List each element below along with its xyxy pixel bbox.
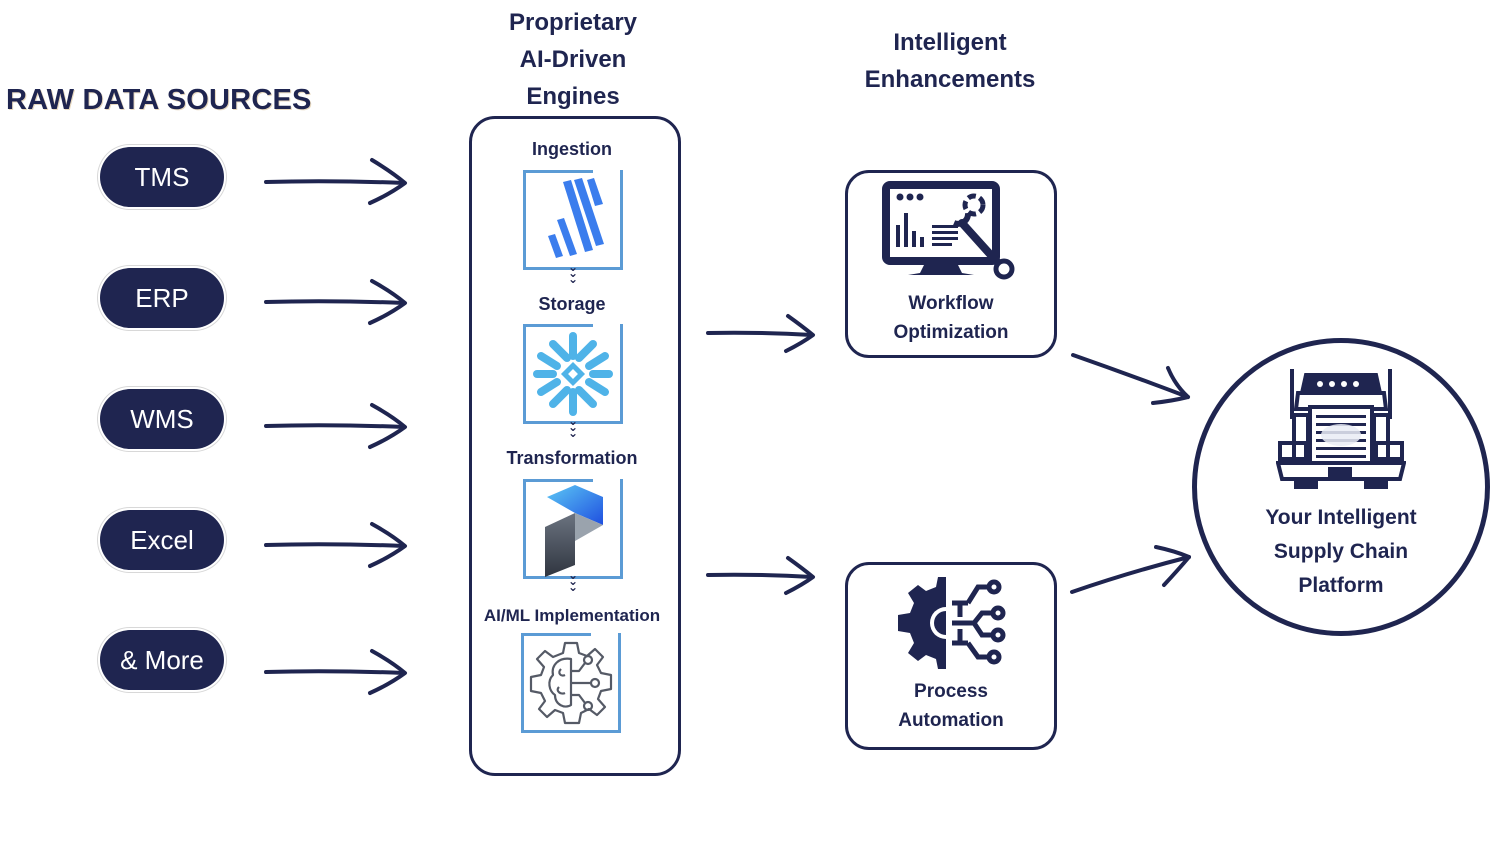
process-automation-card: Process Automation (845, 562, 1057, 750)
arrow-icon (1071, 353, 1190, 405)
label-line: Workflow (908, 293, 994, 314)
label-line: Automation (898, 710, 1004, 731)
arrow-icon (264, 522, 407, 568)
workflow-optimization-label: Workflow Optimization (848, 289, 1054, 347)
enhancements-title-line: Intelligent (893, 29, 1007, 56)
label-line: Platform (1298, 574, 1384, 597)
process-automation-label: Process Automation (848, 677, 1054, 735)
arrow-icon (706, 314, 815, 353)
label-line: Supply Chain (1273, 540, 1409, 563)
chevron-down-icon: ⌄⌄⌄ (567, 568, 579, 594)
source-pill-more: & More (100, 630, 224, 690)
engines-title-line: Proprietary (508, 9, 638, 36)
source-pill-wms: WMS (100, 389, 224, 449)
stage-label-aiml: AI/ML Implementation (483, 606, 661, 625)
transformation-frame (523, 479, 623, 579)
enhancements-title: Intelligent Enhancements (840, 24, 1060, 98)
arrow-icon (264, 158, 407, 205)
engines-title-line: AI-Driven (519, 46, 627, 73)
engines-container (469, 116, 681, 776)
supply-chain-platform-circle: Your Intelligent Supply Chain Platform (1192, 338, 1490, 636)
chevron-down-icon: ⌄⌄⌄ (567, 260, 579, 286)
source-pill-erp: ERP (100, 268, 224, 328)
engines-title: Proprietary AI-Driven Engines (470, 4, 676, 115)
aiml-frame (521, 633, 621, 733)
arrow-icon (264, 403, 407, 449)
arrow-icon (706, 556, 815, 595)
gear-circuit-icon (898, 577, 1006, 669)
snowflake-icon (533, 332, 613, 416)
stage-label-storage: Storage (538, 294, 606, 314)
platform-label: Your Intelligent Supply Chain Platform (1197, 501, 1485, 603)
ingestion-logo-icon (548, 178, 604, 258)
arrow-icon (1070, 545, 1191, 594)
raw-data-sources-title: RAW DATA SOURCES (6, 84, 312, 116)
chevron-down-icon: ⌄⌄⌄ (567, 414, 579, 440)
storage-frame (523, 324, 623, 424)
source-pill-excel: Excel (100, 510, 224, 570)
stage-label-transformation: Transformation (506, 448, 638, 468)
monitor-wrench-icon (882, 181, 1015, 280)
workflow-optimization-card: Workflow Optimization (845, 170, 1057, 358)
brain-gear-icon (529, 641, 613, 725)
ingestion-frame (523, 170, 623, 270)
label-line: Process (914, 681, 988, 702)
label-line: Your Intelligent (1265, 506, 1417, 529)
source-pill-tms: TMS (100, 147, 224, 207)
enhancements-title-line: Enhancements (864, 66, 1036, 93)
transformation-logo-icon (545, 485, 603, 577)
label-line: Optimization (893, 322, 1009, 343)
arrow-icon (264, 649, 407, 695)
bear-emblem-icon (1321, 424, 1361, 446)
arrow-icon (264, 279, 407, 325)
engines-title-line: Engines (526, 83, 620, 110)
stage-label-ingestion: Ingestion (532, 139, 612, 159)
truck-icon (1276, 369, 1406, 489)
